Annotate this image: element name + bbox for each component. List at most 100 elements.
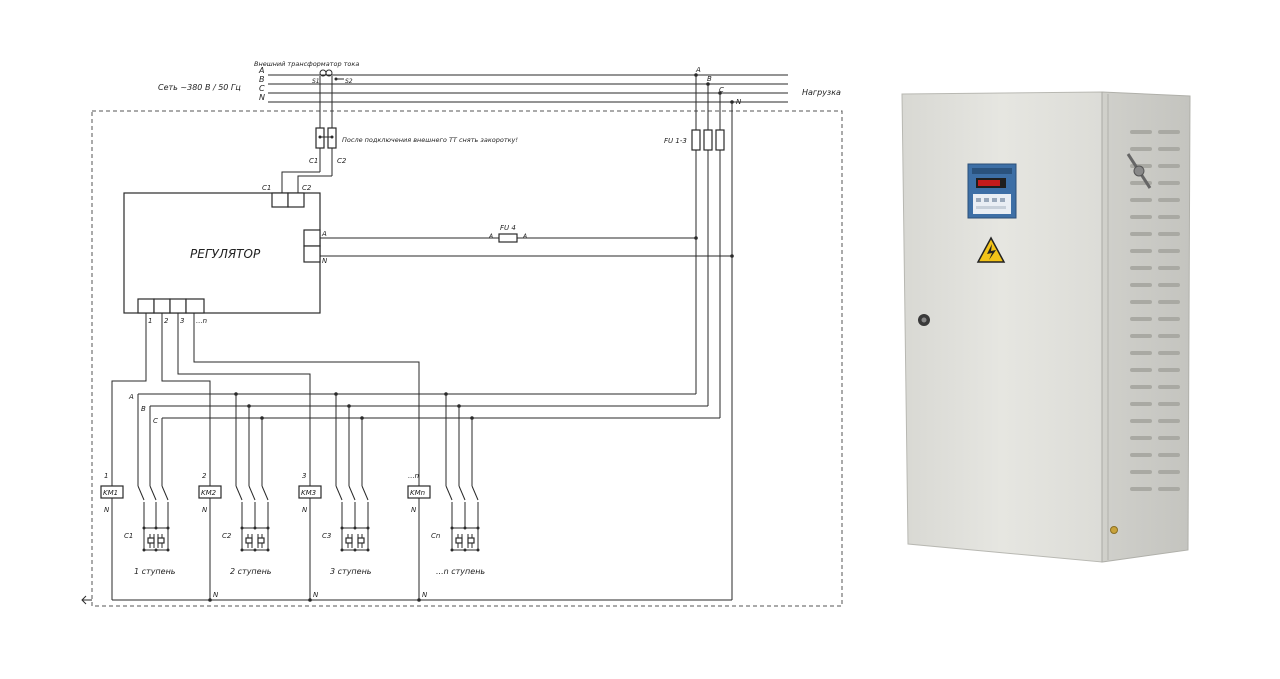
- vent-slot: [1130, 470, 1152, 474]
- network-bus: A B C N Сеть ~380 В / 50 Гц Нагрузка A B…: [158, 66, 841, 106]
- ground-arrow: [81, 595, 92, 605]
- svg-text:KMn: KMn: [410, 489, 425, 497]
- side-handle-icon: [1126, 153, 1152, 189]
- capacitor-bank: [142, 526, 170, 552]
- stage-1-number: 1: [104, 472, 108, 480]
- regulator-label: РЕГУЛЯТОР: [190, 247, 261, 261]
- controller-key: [1000, 198, 1005, 202]
- ct-label: Внешний трансформатор тока: [254, 60, 359, 68]
- svg-text:A: A: [488, 233, 493, 240]
- svg-text:N: N: [411, 506, 417, 514]
- svg-text:N: N: [302, 506, 308, 514]
- stage-n-number: ...n: [408, 472, 419, 480]
- cabinet-side-panel: [1101, 91, 1191, 563]
- stage-1-label: 1 ступень: [134, 567, 176, 576]
- controller-key: [976, 198, 981, 202]
- svg-text:KM3: KM3: [301, 489, 316, 497]
- vent-slot: [1158, 453, 1180, 457]
- neutral-return-bus: N N N: [111, 510, 732, 602]
- svg-text:B: B: [141, 405, 146, 413]
- ct-jumper-terminal: После подключения внешнего ТТ снять зако…: [281, 127, 518, 194]
- svg-text:B: B: [707, 75, 712, 83]
- fuse-fu1-3: FU 1-3: [664, 137, 687, 145]
- ventilation-slots: [1130, 130, 1180, 491]
- svg-text:A: A: [128, 393, 134, 401]
- high-voltage-warning-icon: [976, 236, 1006, 263]
- vent-slot: [1130, 419, 1152, 423]
- stage-3-label: 3 ступень: [330, 567, 372, 576]
- main-contacts: [235, 475, 269, 528]
- vent-slot: [1130, 402, 1152, 406]
- svg-text:C: C: [719, 86, 724, 94]
- vent-slot: [1158, 215, 1180, 219]
- door-lock-icon: [918, 314, 930, 326]
- regulator-supply: FU 4 A A: [320, 224, 734, 258]
- ground-bolt-icon: [1110, 526, 1118, 534]
- svg-text:C: C: [153, 417, 158, 425]
- capacitor-cn: Cn: [431, 532, 440, 540]
- wiring-schematic: A B C N Сеть ~380 В / 50 Гц Нагрузка A B…: [81, 60, 843, 607]
- ct-s1: S1: [312, 78, 320, 85]
- stage-n-label: ...n ступень: [436, 567, 485, 576]
- stage-2-label: 2 ступень: [230, 567, 272, 576]
- capacitor-c2: C2: [222, 532, 232, 540]
- svg-text:N: N: [202, 506, 208, 514]
- main-contacts: [445, 475, 479, 528]
- stage-3-number: 3: [302, 472, 306, 480]
- vent-slot: [1130, 351, 1152, 355]
- vent-slot: [1158, 317, 1180, 321]
- vent-slot: [1158, 487, 1180, 491]
- capacitor-bank: [340, 526, 370, 552]
- vent-slot: [1130, 130, 1152, 134]
- capacitor-c3: C3: [322, 532, 331, 540]
- svg-text:C2: C2: [302, 184, 312, 192]
- vent-slot: [1130, 249, 1152, 253]
- svg-text:N: N: [313, 591, 319, 599]
- vent-slot: [1158, 385, 1180, 389]
- svg-text:1: 1: [148, 317, 152, 325]
- cabinet-illustration: [901, 91, 1191, 563]
- vent-slot: [1158, 436, 1180, 440]
- stage-3: 3 KM3 N C3 3 ступень: [298, 392, 372, 576]
- svg-text:KM1: KM1: [103, 489, 118, 497]
- vent-slot: [1130, 487, 1152, 491]
- svg-text:N: N: [422, 591, 428, 599]
- svg-text:N: N: [104, 506, 110, 514]
- svg-text:C2: C2: [337, 157, 347, 165]
- vent-slot: [1158, 198, 1180, 202]
- vent-slot: [1158, 283, 1180, 287]
- svg-text:3: 3: [180, 317, 184, 325]
- capacitor-bank: [450, 526, 480, 552]
- vent-slot: [1158, 334, 1180, 338]
- enclosure-border: [91, 110, 843, 607]
- vent-slot: [1130, 385, 1152, 389]
- vent-slot: [1158, 419, 1180, 423]
- vent-slot: [1158, 249, 1180, 253]
- svg-text:A: A: [321, 230, 327, 238]
- svg-text:N: N: [322, 257, 328, 265]
- svg-text:KM2: KM2: [201, 489, 217, 497]
- load-label: Нагрузка: [802, 88, 841, 97]
- phase-label-b: B: [259, 75, 265, 84]
- vent-slot: [1130, 453, 1152, 457]
- stage-2-number: 2: [202, 472, 207, 480]
- main-contacts: [335, 475, 369, 528]
- stage-2: 2 KM2 N C2 2 ступень: [198, 472, 272, 576]
- svg-text:C1: C1: [309, 157, 318, 165]
- controller-display: [978, 180, 1000, 186]
- network-label: Сеть ~380 В / 50 Гц: [158, 83, 241, 92]
- ct-s2: S2: [345, 78, 353, 85]
- control-wires: [111, 313, 420, 476]
- capacitor-bank: [240, 526, 270, 552]
- vent-slot: [1158, 368, 1180, 372]
- regulator-block: C1 C2 A N РЕГУЛЯТОР 1 2 3 ...n: [123, 184, 328, 325]
- phase-label-n: N: [259, 93, 265, 102]
- current-transformer: Внешний трансформатор тока S1 S2: [254, 60, 359, 128]
- vent-slot: [1158, 147, 1180, 151]
- svg-text:N: N: [213, 591, 219, 599]
- vent-slot: [1130, 317, 1152, 321]
- vent-slot: [1158, 232, 1180, 236]
- internal-phase-bus: A B C: [128, 393, 720, 475]
- controller-key: [984, 198, 989, 202]
- vent-slot: [1158, 266, 1180, 270]
